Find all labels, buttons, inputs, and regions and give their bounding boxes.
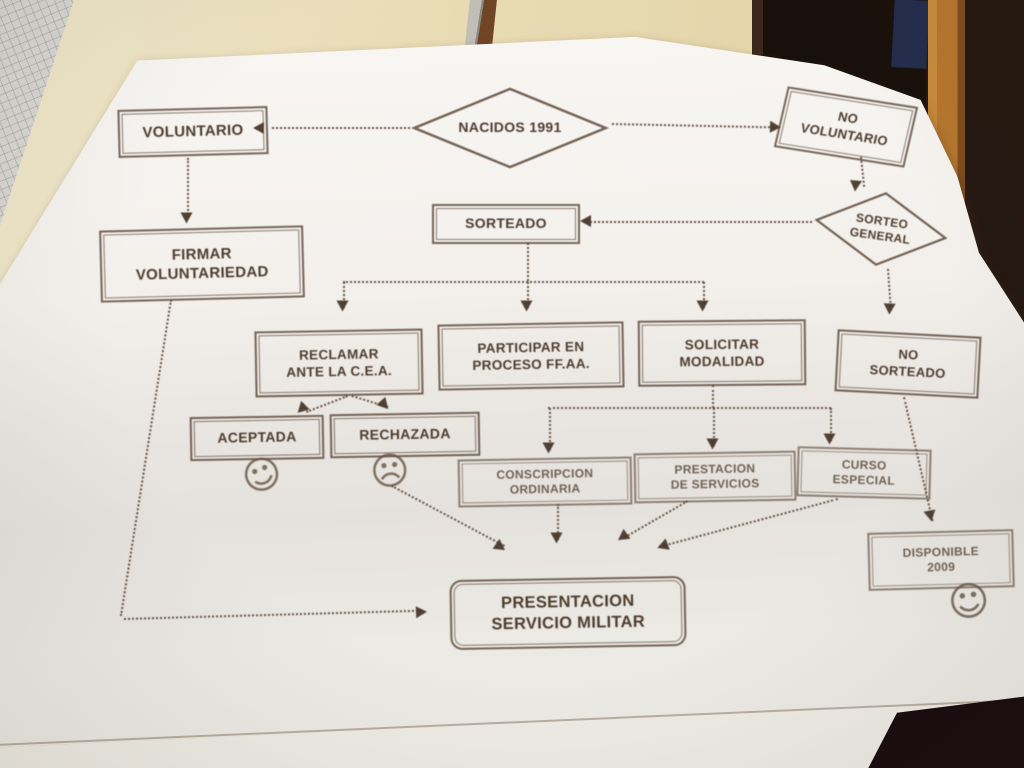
node-nacidos-1991: NACIDOS 1991 (408, 86, 612, 170)
node-firmar-voluntariedad: FIRMAR VOLUNTARIEDAD (99, 225, 305, 303)
node-reclamar-cea: RECLAMAR ANTE LA C.E.A. (254, 328, 424, 398)
diamond-shape (814, 192, 948, 266)
sad-face-icon: ☹ (367, 447, 412, 495)
node-prestacion-servicios: PRESTACION DE SERVICIOS (633, 450, 797, 504)
node-sorteo-general: SORTEO GENERAL (809, 181, 953, 277)
node-curso-especial: CURSO ESPECIAL (796, 446, 932, 500)
node-voluntario: VOLUNTARIO (117, 106, 269, 158)
diamond-shape (411, 87, 609, 169)
node-sorteado: SORTEADO (432, 204, 580, 244)
node-conscripcion-ordinaria: CONSCRIPCION ORDINARIA (457, 456, 633, 508)
node-no-voluntario: NO VOLUNTARIO (773, 86, 919, 168)
node-disponible-2009: DISPONIBLE 2009 (867, 529, 1015, 591)
happy-face-icon: ☺ (945, 576, 993, 628)
node-solicitar-modalidad: SOLICITAR MODALIDAD (637, 319, 807, 387)
node-no-sorteado: NO SORTEADO (834, 329, 982, 399)
node-presentacion-servicio-militar: PRESENTACION SERVICIO MILITAR (449, 575, 687, 651)
node-participar-ffaa: PARTICIPAR EN PROCESO FF.AA. (437, 321, 625, 391)
